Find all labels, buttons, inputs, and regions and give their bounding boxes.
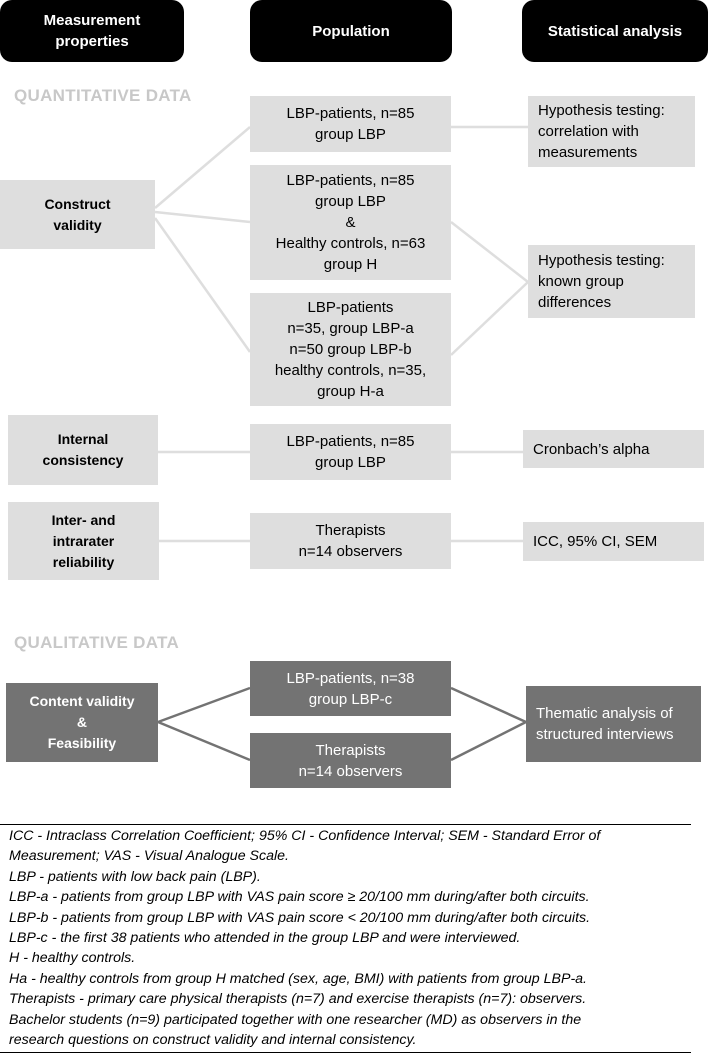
notes-bottom-rule — [0, 1052, 691, 1053]
connector-lbp38-to-thematic — [450, 686, 527, 724]
box-content-validity-feasibility: Content validity & Feasibility — [6, 683, 158, 762]
box-construct-validity: Construct validity — [0, 180, 155, 249]
footnote-line: Ha - healthy controls from group H match… — [9, 970, 587, 987]
box-internal-consistency: Internal consistency — [8, 415, 158, 485]
footnote-line: Therapists - primary care physical thera… — [9, 991, 587, 1008]
connector-construct-to-subgroups — [153, 217, 252, 353]
box-analysis-hypothesis-known-group: Hypothesis testing: known group differen… — [528, 245, 695, 318]
section-title-quantitative: QUANTITATIVE DATA — [14, 86, 192, 105]
box-inter-intrarater-reliability: Inter- and intrarater reliability — [8, 502, 159, 580]
section-title-qualitative: QUALITATIVE DATA — [14, 633, 180, 652]
box-population-therapists: Therapists n=14 observers — [250, 513, 451, 569]
box-analysis-thematic: Thematic analysis of structured intervie… — [526, 686, 701, 762]
connector-construct-to-lbp85 — [154, 126, 251, 209]
header-statistical-analysis: Statistical analysis — [522, 0, 708, 62]
footnote-line: LBP-b - patients from group LBP with VAS… — [9, 909, 591, 926]
box-population-therapists-qualitative: Therapists n=14 observers — [250, 733, 451, 788]
box-population-lbp-38: LBP-patients, n=38 group LBP-c — [250, 661, 451, 716]
connector-construct-to-lbp85-healthy — [154, 210, 251, 224]
box-analysis-cronbach: Cronbach’s alpha — [523, 430, 704, 468]
connector-lbp85-healthy-to-known-group — [450, 221, 529, 283]
connector-therapists-to-thematic — [450, 720, 527, 762]
footnote-line: ICC - Intraclass Correlation Coefficient… — [9, 828, 601, 844]
box-population-lbp-85-internal: LBP-patients, n=85 group LBP — [250, 424, 451, 480]
header-population: Population — [250, 0, 452, 62]
footnote-line: Bachelor students (n=9) participated tog… — [9, 1011, 582, 1028]
box-population-lbp-85: LBP-patients, n=85 group LBP — [250, 96, 451, 152]
connector-content-to-therapists — [157, 720, 251, 762]
header-measurement-properties: Measurement properties — [0, 0, 184, 62]
footnote-line: research questions on construct validity… — [9, 1032, 417, 1049]
footnote-line: LBP - patients with low back pain (LBP). — [9, 868, 261, 885]
box-analysis-icc: ICC, 95% CI, SEM — [523, 522, 704, 561]
box-population-lbp-subgroups: LBP-patients n=35, group LBP-a n=50 grou… — [250, 293, 451, 406]
box-population-lbp-85-healthy-63: LBP-patients, n=85 group LBP & Healthy c… — [250, 165, 451, 280]
footnotes: ICC - Intraclass Correlation Coefficient… — [9, 826, 699, 1050]
footnote-line: Measurement; VAS - Visual Analogue Scale… — [9, 848, 289, 865]
connector-content-to-lbp38 — [157, 686, 251, 724]
box-analysis-hypothesis-correlation: Hypothesis testing: correlation with mea… — [528, 96, 695, 167]
notes-top-rule — [0, 824, 691, 825]
footnote-line: H - healthy controls. — [9, 950, 136, 967]
connector-subgroups-to-known-group — [450, 281, 529, 356]
footnote-line: LBP-c - the first 38 patients who attend… — [9, 930, 521, 947]
footnote-line: LBP-a - patients from group LBP with VAS… — [9, 889, 590, 906]
